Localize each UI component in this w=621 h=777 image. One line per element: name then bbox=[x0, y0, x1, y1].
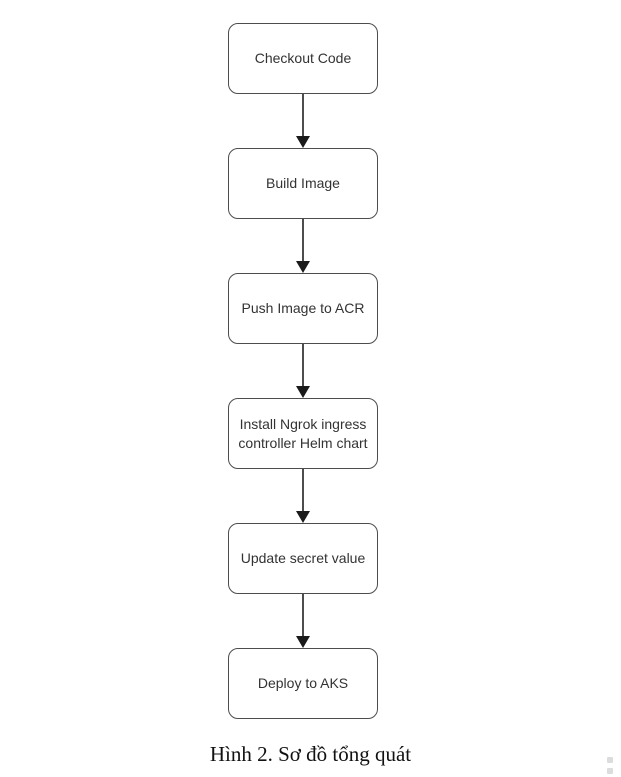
flow-node-label: Checkout Code bbox=[254, 50, 352, 67]
page-artifact bbox=[607, 757, 613, 763]
flow-node-deploy-to-aks: Deploy to AKS bbox=[228, 648, 378, 719]
flow-node-install-ngrok-ingress-controller-helm-chart: Install Ngrok ingress controller Helm ch… bbox=[228, 398, 378, 469]
connector-line bbox=[302, 344, 304, 387]
page-artifact bbox=[607, 768, 613, 774]
arrow-down-icon bbox=[296, 636, 310, 648]
connector-line bbox=[302, 94, 304, 137]
flow-node-label: Install Ngrok ingress controller Helm ch… bbox=[238, 416, 368, 451]
flow-node-checkout-code: Checkout Code bbox=[228, 23, 378, 94]
arrow-down-icon bbox=[296, 386, 310, 398]
flow-node-label: Push Image to ACR bbox=[241, 300, 365, 317]
flow-node-label: Deploy to AKS bbox=[257, 675, 349, 692]
connector-line bbox=[302, 219, 304, 262]
flow-node-push-image-to-acr: Push Image to ACR bbox=[228, 273, 378, 344]
flow-node-build-image: Build Image bbox=[228, 148, 378, 219]
arrow-down-icon bbox=[296, 136, 310, 148]
arrow-down-icon bbox=[296, 511, 310, 523]
flow-node-label: Update secret value bbox=[240, 550, 366, 567]
figure-caption: Hình 2. Sơ đồ tổng quát bbox=[209, 742, 412, 766]
connector-line bbox=[302, 469, 304, 512]
connector-line bbox=[302, 594, 304, 637]
arrow-down-icon bbox=[296, 261, 310, 273]
flow-node-update-secret-value: Update secret value bbox=[228, 523, 378, 594]
flow-node-label: Build Image bbox=[266, 175, 340, 192]
